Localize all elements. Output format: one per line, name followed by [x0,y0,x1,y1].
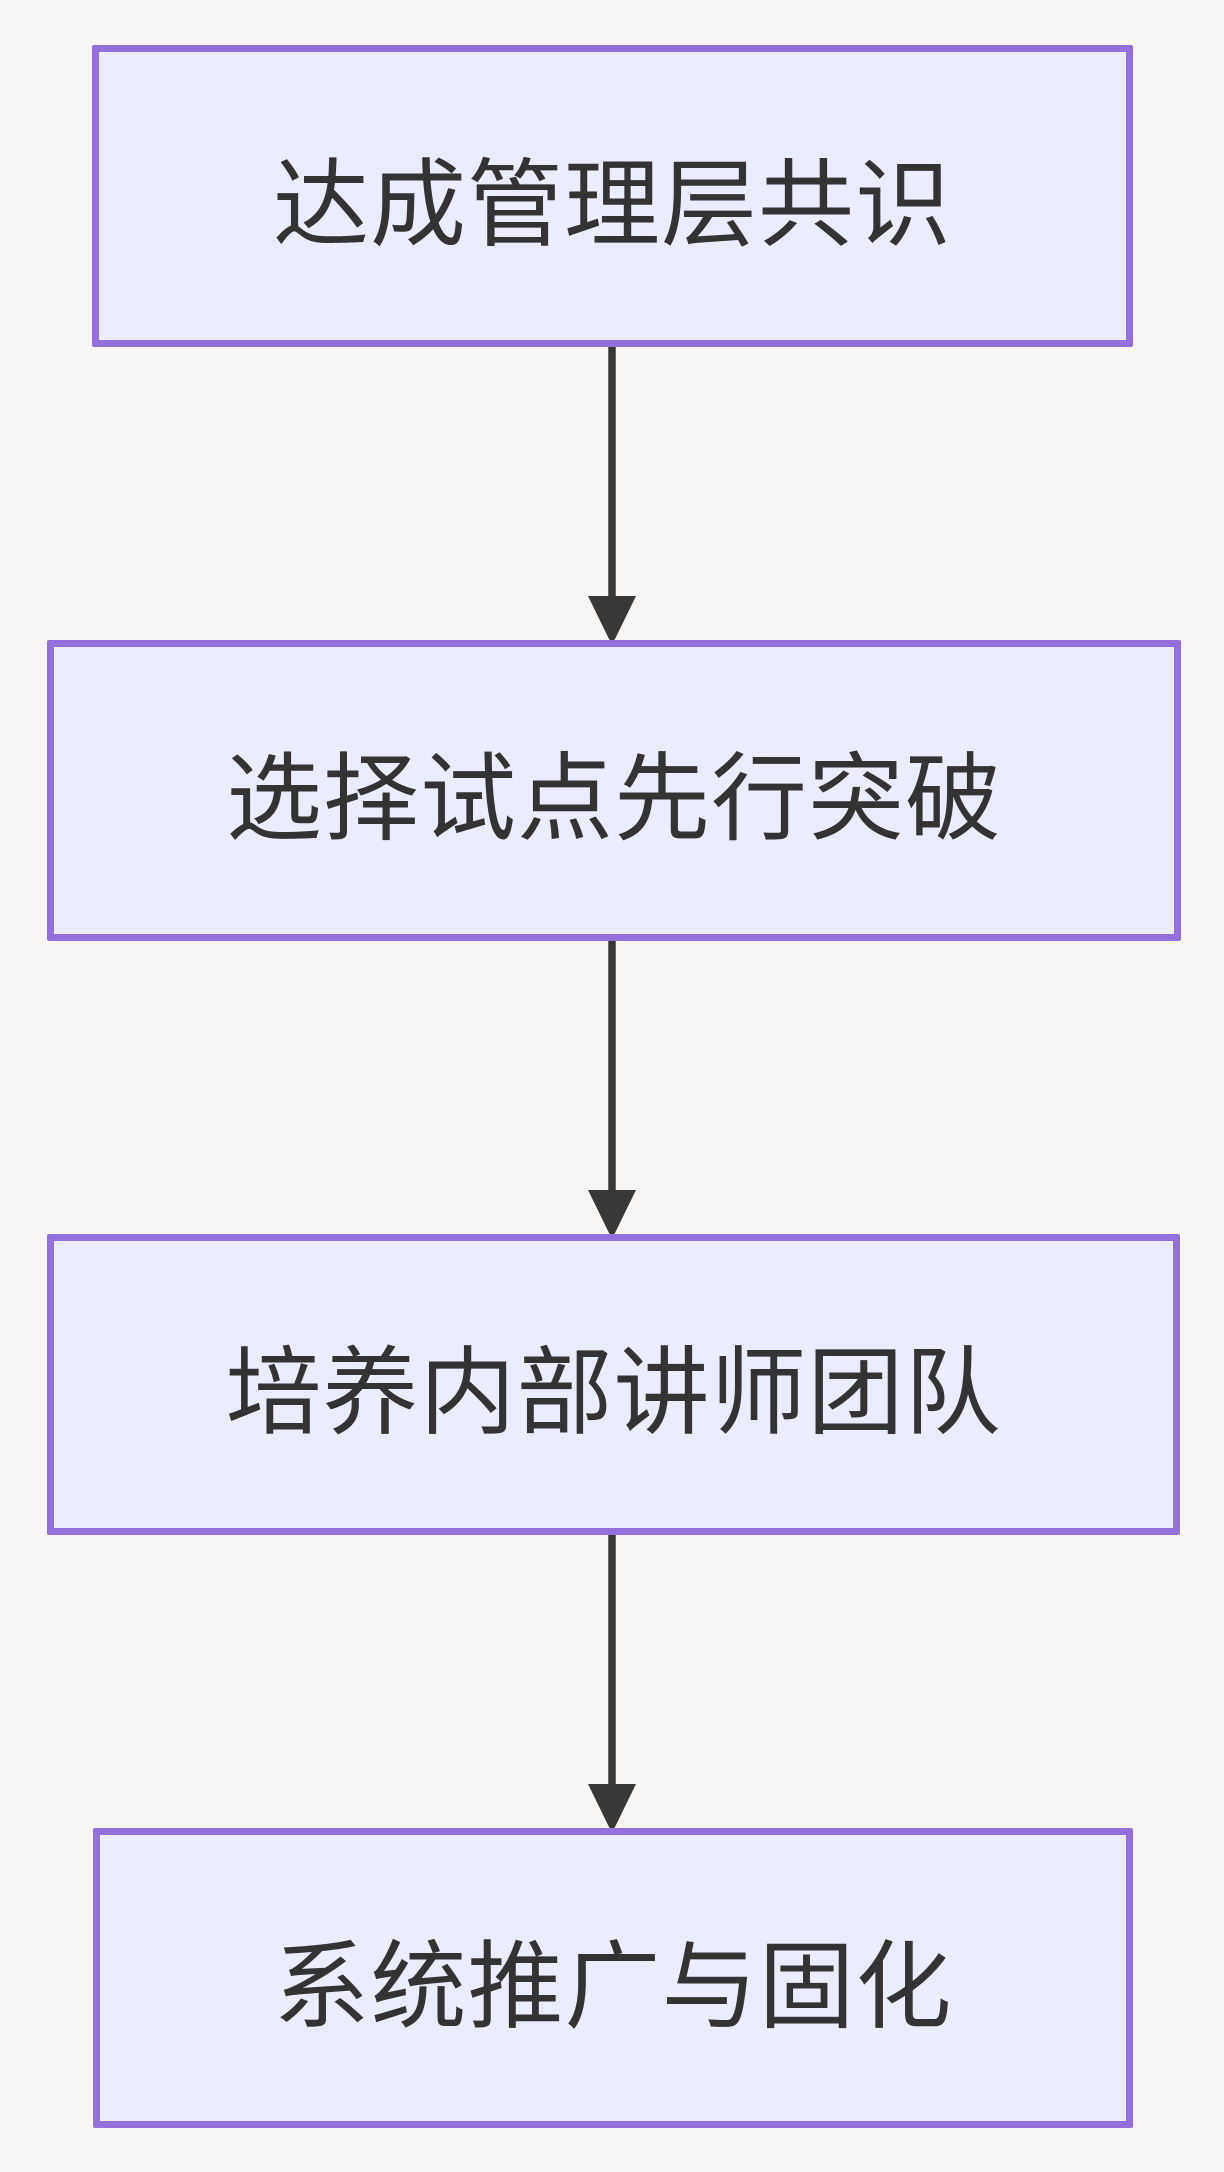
flow-node-step-2-label: 选择试点先行突破 [226,746,1002,853]
flow-node-step-3-label: 培养内部讲师团队 [225,1340,1002,1447]
flow-node-step-4: 系统推广与固化 [93,1828,1133,2128]
flow-node-step-3: 培养内部讲师团队 [47,1234,1180,1535]
flow-node-step-2: 选择试点先行突破 [47,640,1181,941]
flow-node-step-4-label: 系统推广与固化 [273,1933,953,2041]
flow-arrow-1-down-icon [580,347,644,642]
flow-node-step-1-label: 达成管理层共识 [273,151,952,259]
flow-arrow-2-down-icon [580,941,644,1236]
flow-arrow-3-down-icon [580,1535,644,1830]
flow-node-step-1: 达成管理层共识 [92,45,1133,347]
